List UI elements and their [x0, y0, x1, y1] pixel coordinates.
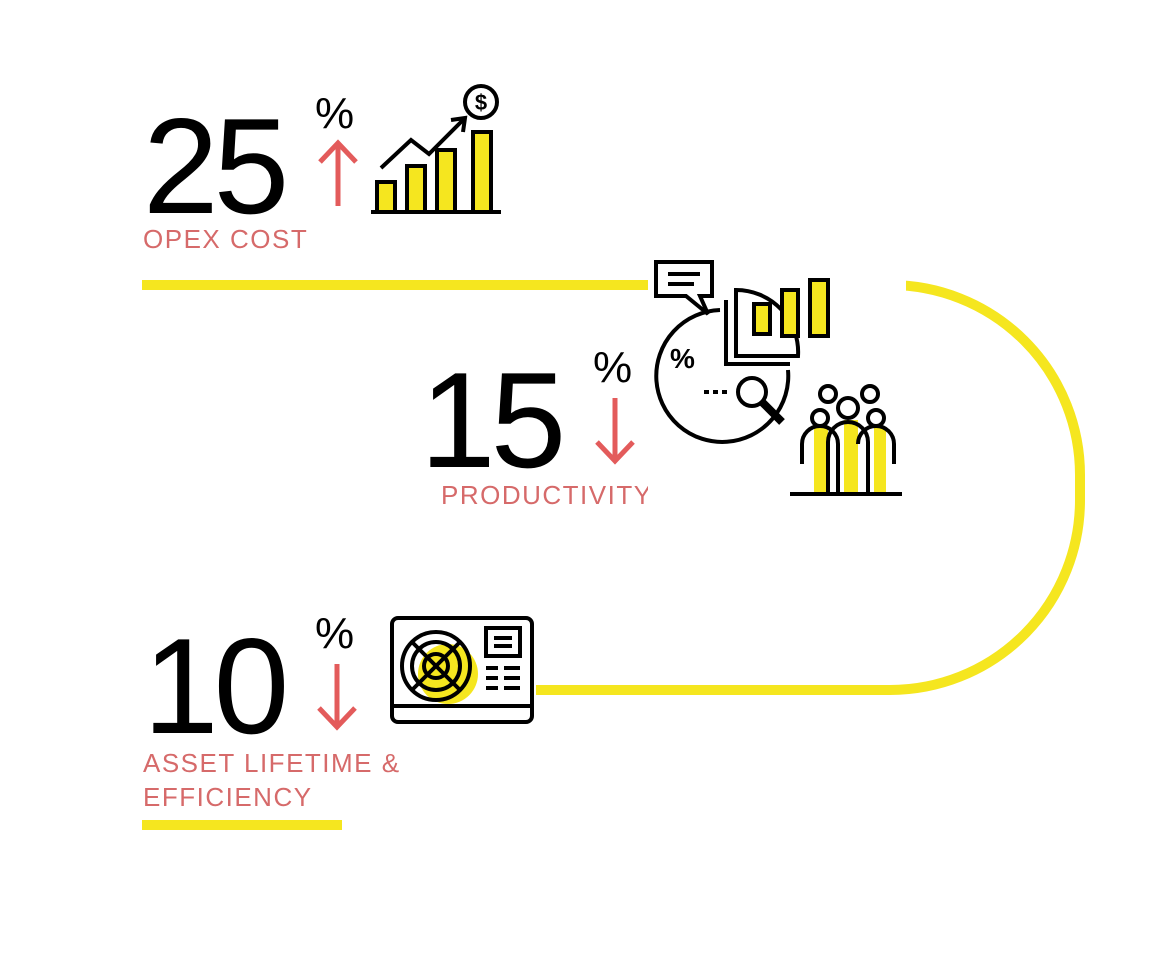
growth-chart-icon: $: [371, 84, 501, 214]
arrow-down-icon: [595, 398, 635, 465]
stat-label-line: EFFICIENCY: [143, 782, 313, 812]
stat-value-opex: 25: [143, 90, 289, 242]
stat-label-productivity: PRODUCTIVITY: [441, 478, 653, 512]
stat-value-asset: 10: [143, 610, 289, 762]
stat-unit-productivity: %: [593, 343, 633, 392]
arrow-up-icon: [318, 139, 358, 206]
hvac-unit-icon: [388, 614, 536, 726]
svg-text:%: %: [670, 343, 695, 374]
svg-text:$: $: [475, 90, 487, 115]
stat-label-line: ASSET LIFETIME &: [143, 748, 401, 778]
analytics-team-icon: %: [648, 258, 906, 498]
stat-unit-opex: %: [315, 89, 355, 138]
stat-label-line: PRODUCTIVITY: [441, 480, 653, 510]
stat-unit-asset: %: [315, 609, 355, 658]
stat-label-line: OPEX COST: [143, 224, 309, 254]
stat-value-productivity: 15: [420, 344, 566, 496]
arrow-down-icon: [317, 664, 357, 731]
stat-label-opex: OPEX COST: [143, 222, 308, 256]
stat-label-asset: ASSET LIFETIME & EFFICIENCY: [143, 746, 401, 814]
